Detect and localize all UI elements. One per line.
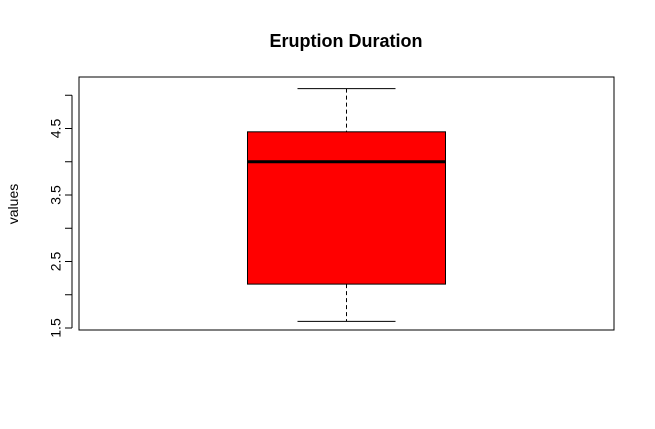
- plot-frame: [78, 76, 615, 331]
- chart-title: Eruption Duration: [270, 31, 423, 51]
- y-tick-label: 2.5: [48, 252, 64, 272]
- y-axis: 1.5 2.5 3.5 4.5: [48, 94, 73, 338]
- y-tick-label: 1.5: [48, 318, 64, 338]
- y-tick-label: 3.5: [48, 185, 64, 205]
- box-plot-series: [247, 88, 446, 322]
- y-axis-label: values: [5, 184, 21, 224]
- y-tick-label: 4.5: [48, 119, 64, 139]
- interquartile-box: [247, 131, 446, 285]
